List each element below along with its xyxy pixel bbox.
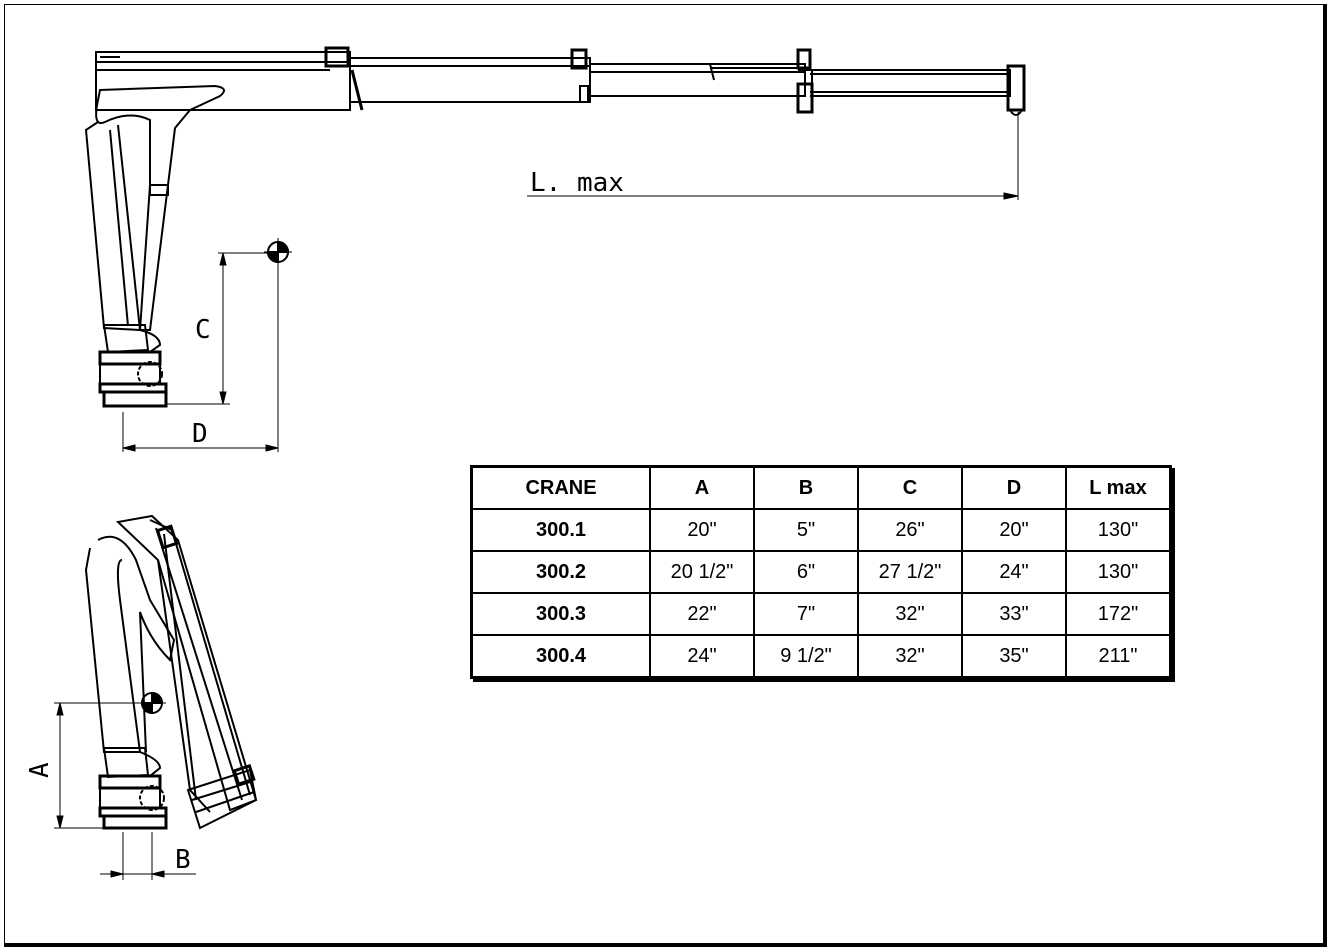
cell-b: 5" xyxy=(753,508,859,552)
drawing-frame xyxy=(4,4,1327,947)
center-of-gravity-icon xyxy=(264,238,292,266)
a-label: A xyxy=(25,762,55,778)
ab-dimensions xyxy=(54,702,196,880)
header-c: C xyxy=(857,465,963,510)
cell-b: 9 1/2" xyxy=(753,634,859,679)
c-label: C xyxy=(195,315,211,345)
cell-d: 35" xyxy=(961,634,1067,679)
cd-dimensions xyxy=(122,252,279,452)
table-row: 300.2 20 1/2" 6" 27 1/2" 24" 130" xyxy=(470,550,1172,594)
cell-b: 7" xyxy=(753,592,859,636)
extension-3 xyxy=(810,64,1026,116)
cell-crane: 300.1 xyxy=(470,508,651,552)
crane-column xyxy=(84,121,169,354)
folded-crane xyxy=(54,514,258,880)
extension-1 xyxy=(350,48,591,111)
header-a: A xyxy=(649,465,755,510)
header-b: B xyxy=(753,465,859,510)
header-d: D xyxy=(961,465,1067,510)
cell-a: 22" xyxy=(649,592,755,636)
table-row: 300.3 22" 7" 32" 33" 172" xyxy=(470,592,1172,636)
cell-a: 20" xyxy=(649,508,755,552)
extended-crane xyxy=(84,46,1026,452)
cell-lmax: 130" xyxy=(1065,508,1172,552)
cell-lmax: 172" xyxy=(1065,592,1172,636)
folded-boom xyxy=(115,514,258,830)
cell-c: 32" xyxy=(857,634,963,679)
b-label: B xyxy=(175,845,191,875)
cell-d: 24" xyxy=(961,550,1067,594)
header-lmax: L max xyxy=(1065,465,1172,510)
cell-lmax: 211" xyxy=(1065,634,1172,679)
main-boom xyxy=(95,46,351,111)
cell-crane: 300.3 xyxy=(470,592,651,636)
crane-spec-table: CRANE A B C D L max 300.1 20" 5" 26" 20"… xyxy=(470,465,1172,679)
cell-d: 33" xyxy=(961,592,1067,636)
lmax-label: L. max xyxy=(530,168,624,198)
cell-c: 26" xyxy=(857,508,963,552)
cell-crane: 300.2 xyxy=(470,550,651,594)
table-header-row: CRANE A B C D L max xyxy=(470,465,1172,510)
cell-b: 6" xyxy=(753,550,859,594)
cell-d: 20" xyxy=(961,508,1067,552)
cell-a: 20 1/2" xyxy=(649,550,755,594)
d-label: D xyxy=(192,419,208,449)
cell-lmax: 130" xyxy=(1065,550,1172,594)
table-row: 300.1 20" 5" 26" 20" 130" xyxy=(470,508,1172,552)
extension-2 xyxy=(590,48,814,114)
header-crane: CRANE xyxy=(470,465,651,510)
cell-c: 32" xyxy=(857,592,963,636)
boom-head xyxy=(95,84,225,186)
table-row: 300.4 24" 9 1/2" 32" 35" 211" xyxy=(470,634,1172,679)
lmax-dimension xyxy=(527,112,1019,200)
cell-a: 24" xyxy=(649,634,755,679)
folded-center-of-gravity-icon xyxy=(138,691,166,715)
cell-c: 27 1/2" xyxy=(857,550,963,594)
folded-column xyxy=(84,535,176,779)
crane-base xyxy=(98,350,168,408)
cell-crane: 300.4 xyxy=(470,634,651,679)
folded-base xyxy=(98,774,168,830)
